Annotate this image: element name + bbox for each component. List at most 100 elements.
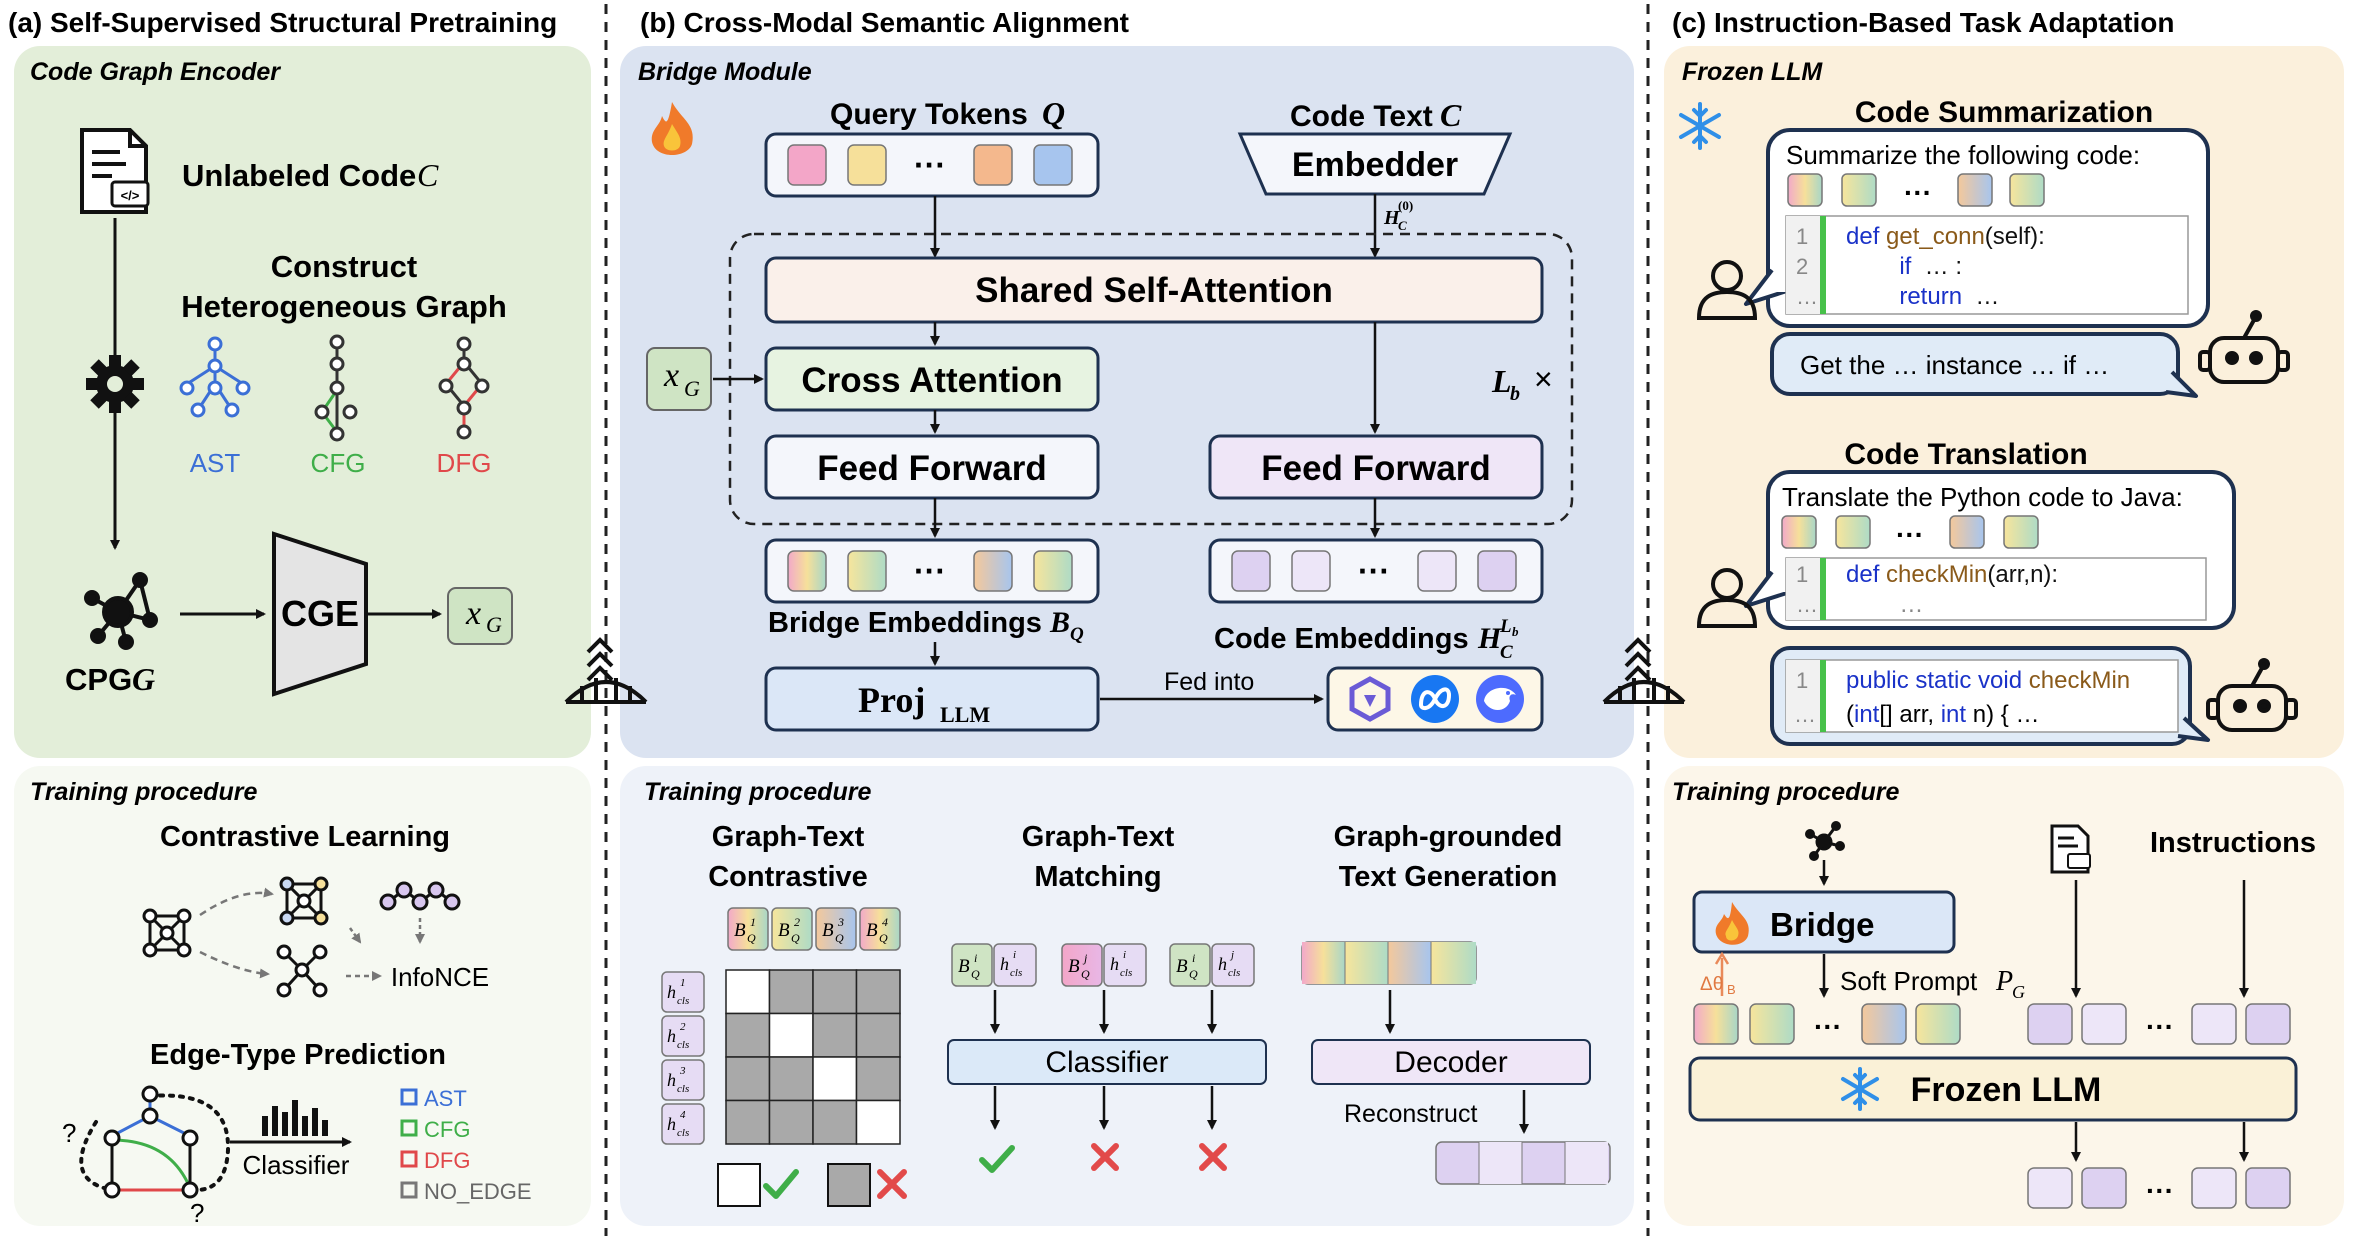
pg-subscript: G <box>2012 982 2025 1002</box>
construct-label-2: Heterogeneous Graph <box>181 289 507 324</box>
code-line: if … : <box>1846 253 1962 280</box>
bridge-module-label: Bridge Module <box>638 58 812 86</box>
cross-attention-box <box>764 346 1100 412</box>
lb-subscript: b <box>1510 383 1520 405</box>
instruction-tokens <box>2027 1003 2291 1045</box>
shared-self-attention-box <box>764 256 1544 324</box>
xg-subscript: G <box>486 612 502 637</box>
legend-no-edge: NO_EDGE <box>424 1179 532 1204</box>
soft-prompt-label: Soft Prompt <box>1840 966 1978 996</box>
code-embeddings-label: Code Embeddings <box>1214 623 1469 655</box>
delta-theta-subscript: B <box>1727 982 1736 997</box>
bridge-box <box>1692 890 1956 954</box>
bq-subscript: Q <box>1070 624 1084 645</box>
code-line: def get_conn(self): <box>1846 223 2045 250</box>
translation-answer-code <box>1785 659 2179 733</box>
fed-into-label: Fed into <box>1164 668 1254 696</box>
cfg-label: CFG <box>311 448 366 478</box>
svg-text:cls: cls <box>1120 967 1132 979</box>
ast-label: AST <box>190 448 241 478</box>
reconstruct-label: Reconstruct <box>1344 1100 1477 1128</box>
svg-text:h: h <box>667 982 676 1002</box>
panel-c-title: (c) Instruction-Based Task Adaptation <box>1672 7 2175 38</box>
reconstructed-code-tokens <box>1435 1141 1611 1185</box>
svg-text:Q: Q <box>835 931 844 945</box>
svg-text:j: j <box>1229 949 1234 961</box>
hc-superscript: L <box>1499 616 1512 637</box>
matrix-cell <box>855 969 901 1015</box>
code-emb-4 <box>1477 550 1517 592</box>
matrix-cell <box>855 1012 901 1058</box>
svg-text:j: j <box>1082 951 1088 965</box>
cross-icon-gtm-2 <box>1199 1143 1227 1171</box>
svg-text:i: i <box>1123 949 1126 961</box>
svg-text:B: B <box>822 920 834 941</box>
svg-text:h: h <box>1000 954 1009 974</box>
negative-legend-cell <box>827 1163 871 1207</box>
query-dots: ··· <box>914 147 946 183</box>
svg-text:1: 1 <box>680 977 686 989</box>
feed-forward-right-label: Feed Forward <box>1261 449 1490 488</box>
code-line: return … <box>1846 283 1999 310</box>
output-tokens <box>2027 1167 2291 1209</box>
svg-text:B: B <box>958 956 970 977</box>
gtm-title-1: Graph-Text <box>1022 821 1175 853</box>
translation-soft-tokens <box>1781 515 2039 549</box>
svg-text:h: h <box>667 1070 676 1090</box>
query-token-2 <box>847 144 887 186</box>
meta-logo-icon <box>1411 675 1459 723</box>
svg-text:i: i <box>1013 949 1016 961</box>
query-symbol: Q <box>1042 95 1065 131</box>
summarization-soft-tokens <box>1787 173 2045 207</box>
svg-text:h: h <box>1110 954 1119 974</box>
positive-legend-cell <box>717 1163 761 1207</box>
snowflake-icon <box>1679 102 1721 150</box>
svg-text:Q: Q <box>747 931 756 945</box>
pg-symbol: P <box>1995 966 2013 997</box>
xg-symbol: x <box>465 595 481 632</box>
bq-symbol: B <box>1049 606 1070 639</box>
cross-icon-legend <box>877 1169 907 1199</box>
panel-a-title: (a) Self-Supervised Structural Pretraini… <box>8 7 557 38</box>
code-emb-1 <box>1231 550 1271 592</box>
query-token-3 <box>973 144 1013 186</box>
svg-text:cls: cls <box>1228 967 1240 979</box>
svg-text:i: i <box>974 951 977 965</box>
hc-subscript: C <box>1500 642 1513 663</box>
positive-graph-icon <box>279 876 329 926</box>
shared-self-attention-label: Shared Self-Attention <box>975 271 1333 310</box>
code-line-number: 2 <box>1796 254 1808 279</box>
output-dots: ··· <box>2146 1175 2174 1206</box>
svg-text:cls: cls <box>677 995 689 1007</box>
legend-ast: AST <box>424 1086 467 1111</box>
translation-code-block <box>1785 557 2207 621</box>
gtc-title-1: Graph-Text <box>712 821 865 853</box>
cge-label: CGE <box>281 593 359 634</box>
matrix-cell <box>855 1056 901 1102</box>
query-token-4 <box>1033 144 1073 186</box>
code-line-number: 1 <box>1796 562 1808 587</box>
embedding-chain-icon <box>379 881 461 911</box>
code-emb-dots: ··· <box>1358 553 1390 589</box>
proj-subscript: LLM <box>940 702 990 727</box>
qwen-logo-icon <box>1349 676 1391 722</box>
check-icon-gtm <box>979 1145 1015 1173</box>
h0-symbol: H <box>1383 207 1401 229</box>
code-translation-title: Code Translation <box>1844 438 2087 471</box>
xg-input-symbol: x <box>663 357 679 394</box>
unknown-edge-mark-2: ? <box>190 1198 204 1228</box>
svg-text:B: B <box>866 920 878 941</box>
summarization-answer-bubble <box>1770 332 2180 396</box>
svg-text:3: 3 <box>837 915 844 929</box>
user-icon-translation <box>1696 568 1758 628</box>
matrix-cell <box>812 969 858 1015</box>
bar-histogram-icon <box>262 1100 328 1136</box>
gtm-title-2: Matching <box>1034 861 1161 893</box>
unknown-edge-mark-1: ? <box>62 1118 76 1148</box>
lb-times: × <box>1534 361 1553 397</box>
bridge-emb-4 <box>1033 550 1073 592</box>
matrix-cell <box>812 1099 858 1145</box>
fire-icon-bridge <box>1715 902 1749 945</box>
